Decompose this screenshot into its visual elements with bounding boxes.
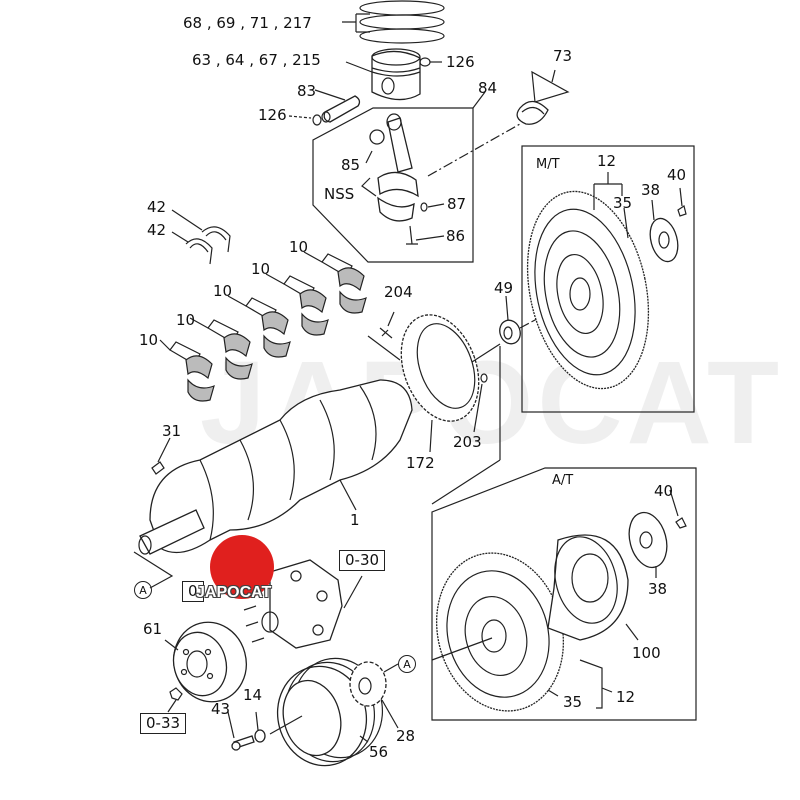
callout-conrod-nut: 87: [447, 195, 467, 213]
callout-thrust-washer-lower: 42: [147, 221, 167, 239]
reference-box-0-partial: 0: [182, 581, 204, 602]
callout-mt-bolt: 40: [667, 166, 687, 184]
callout-main-bearing-2: 10: [251, 260, 271, 278]
piston-rings-drawing: [342, 0, 445, 44]
brand-logo: [210, 535, 274, 599]
callout-gear-bolt: 204: [384, 283, 413, 301]
pulley-61-drawing: [164, 621, 247, 713]
thrust-washers-drawing: [171, 209, 231, 265]
pilot-bearing-drawing: [431, 295, 581, 505]
main-bearings-drawing: [159, 251, 367, 402]
callout-at-plate: 38: [648, 580, 668, 598]
callout-snap-ring-top: 126: [446, 53, 475, 71]
damper-pulley-drawing: [227, 657, 384, 767]
callout-mt-plate: 38: [641, 181, 661, 199]
reference-marker-a-left: A: [134, 581, 152, 599]
callout-crankshaft: 1: [350, 511, 360, 529]
brand-logo-text: JAPOCAT: [196, 584, 272, 601]
callout-pulley: 61: [143, 620, 163, 638]
timing-gear-drawing: [367, 311, 488, 453]
callout-conrod-bushing: 85: [341, 156, 361, 174]
callout-at-bolt: 40: [654, 482, 674, 500]
piston-pin-drawing: [288, 89, 361, 126]
callout-mt-flywheel-assy: 12: [597, 152, 617, 170]
callout-timing-gear: 172: [406, 454, 435, 472]
callout-pilot-bearing: 49: [494, 279, 514, 297]
callout-piston-rings: 68 , 69 , 71 , 217: [183, 14, 312, 32]
oil-pump-drawing: [243, 559, 363, 649]
callout-main-bearing-5: 10: [139, 331, 159, 349]
callout-at-ring-gear: 35: [563, 693, 583, 711]
reference-marker-a-right: A: [398, 655, 416, 673]
callout-bolt: 43: [211, 700, 231, 718]
conrod-box: [312, 91, 521, 263]
callout-gear-pin: 203: [453, 433, 482, 451]
callout-conrod-assembly: 84: [478, 79, 498, 97]
piston-drawing: [345, 48, 442, 101]
section-label-at: A/T: [552, 473, 574, 488]
crankshaft-drawing: [133, 379, 413, 589]
callout-crank-gear: 28: [396, 727, 416, 745]
mt-box: [521, 145, 695, 413]
at-box: [431, 467, 697, 721]
reference-box-0-30: 0-30: [339, 550, 386, 571]
callout-main-bearing-1: 10: [289, 238, 309, 256]
section-label-mt: M/T: [536, 157, 560, 172]
callout-conrod-nss: NSS: [324, 185, 355, 203]
callout-washer: 14: [243, 686, 263, 704]
callout-at-drive-plate: 100: [632, 644, 661, 662]
callout-main-bearing-3: 10: [213, 282, 233, 300]
callout-mt-ring-gear: 35: [613, 194, 633, 212]
callout-main-bearing-4: 10: [176, 311, 196, 329]
callout-conrod-bearing: 73: [553, 47, 573, 65]
callout-at-flywheel-assy: 12: [616, 688, 636, 706]
callout-key: 31: [162, 422, 182, 440]
crank-gear-drawing: [349, 661, 399, 729]
callout-piston: 63 , 64 , 67 , 215: [192, 51, 321, 69]
callout-snap-ring-pin: 126: [258, 106, 287, 124]
callout-conrod-bolt: 86: [446, 227, 466, 245]
callout-thrust-washer-upper: 42: [147, 198, 167, 216]
conrod-bearing-drawing: [516, 69, 570, 125]
callout-damper-pulley: 56: [369, 743, 389, 761]
reference-box-0-33: 0-33: [140, 713, 187, 734]
callout-piston-pin: 83: [297, 82, 317, 100]
